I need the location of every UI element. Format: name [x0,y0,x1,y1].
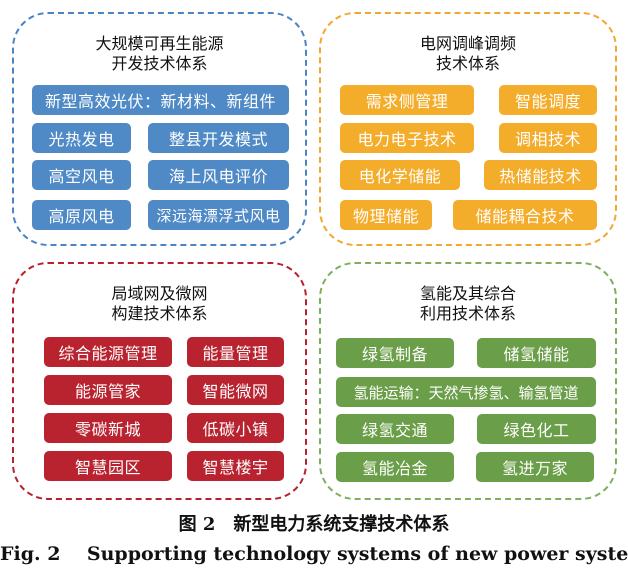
item: 储氢储能 [477,338,596,368]
hydrogen-group-title: 氢能及其综合利用技术体系 [319,284,617,324]
item: 绿色化工 [477,414,596,444]
microgrid-group-box [12,262,307,500]
title-line2: 构建技术体系 [111,304,208,323]
microgrid-group-title: 局域网及微网构建技术体系 [12,284,307,324]
item: 需求侧管理 [340,85,474,115]
renewable-group-title: 大规模可再生能源开发技术体系 [12,34,307,74]
figure-caption-en: Fig. 2 Supporting technology systems of … [0,543,628,565]
hydrogen-group-box [319,262,617,500]
item: 绿氢制备 [336,338,454,368]
title-line1: 局域网及微网 [111,284,208,303]
figure-caption-cn: 图 2 新型电力系统支撑技术体系 [178,514,450,535]
item: 智慧楼宇 [187,451,284,481]
item: 高空风电 [32,160,131,190]
item: 电力电子技术 [340,123,474,153]
item: 海上风电评价 [148,160,289,190]
item: 热储能技术 [484,160,597,190]
item: 调相技术 [499,123,597,153]
item: 深远海漂浮式风电 [148,200,289,230]
item: 智能微网 [187,375,284,405]
title-line2: 开发技术体系 [111,54,208,73]
item: 电化学储能 [340,160,460,190]
item: 智慧园区 [44,451,172,481]
item: 零碳新城 [44,413,172,443]
title-line1: 大规模可再生能源 [95,34,224,53]
item: 低碳小镇 [187,413,284,443]
item: 智能调度 [499,85,597,115]
title-line1: 电网调峰调频 [419,34,516,53]
item: 氢进万家 [476,452,594,482]
grid-regulation-group-title: 电网调峰调频技术体系 [319,34,617,74]
item: 物理储能 [340,200,432,230]
item: 整县开发模式 [148,123,289,153]
title-line2: 利用技术体系 [419,304,516,323]
item: 综合能源管理 [44,337,172,367]
item: 氢能冶金 [336,452,454,482]
item: 能量管理 [187,337,284,367]
item: 储能耦合技术 [453,200,597,230]
item: 氢能运输：天然气掺氢、输氢管道 [336,377,596,407]
item: 光热发电 [32,123,131,153]
item: 能源管家 [44,375,172,405]
grid-regulation-group-box [319,12,617,246]
title-line2: 技术体系 [435,54,500,73]
title-line1: 氢能及其综合 [419,284,516,303]
item: 新型高效光伏：新材料、新组件 [32,85,289,115]
item: 高原风电 [32,200,131,230]
item: 绿氢交通 [336,414,454,444]
renewable-group-box [12,12,307,246]
